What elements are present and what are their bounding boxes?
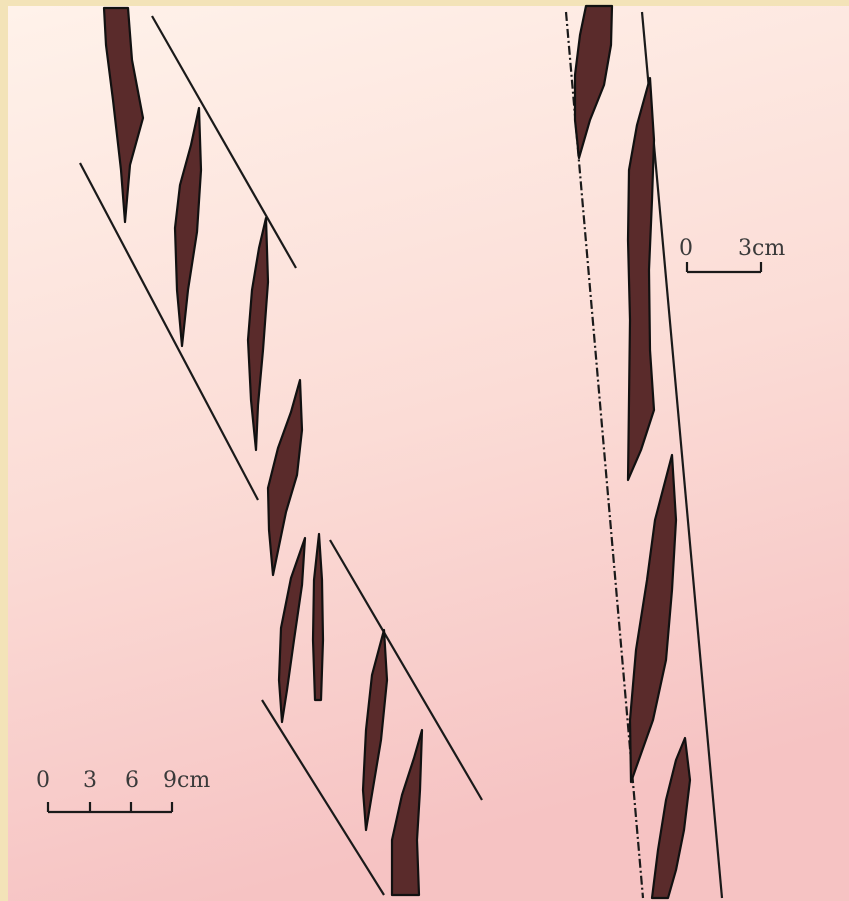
right-scale-tick-0: 0	[679, 236, 693, 261]
left-scale-tick-6: 6	[125, 768, 139, 793]
right-scale-tick-3cm: 3cm	[738, 236, 785, 261]
left-scale-tick-9cm: 9cm	[163, 768, 210, 793]
left-scale-tick-3: 3	[83, 768, 97, 793]
left-scale-tick-0: 0	[36, 768, 50, 793]
